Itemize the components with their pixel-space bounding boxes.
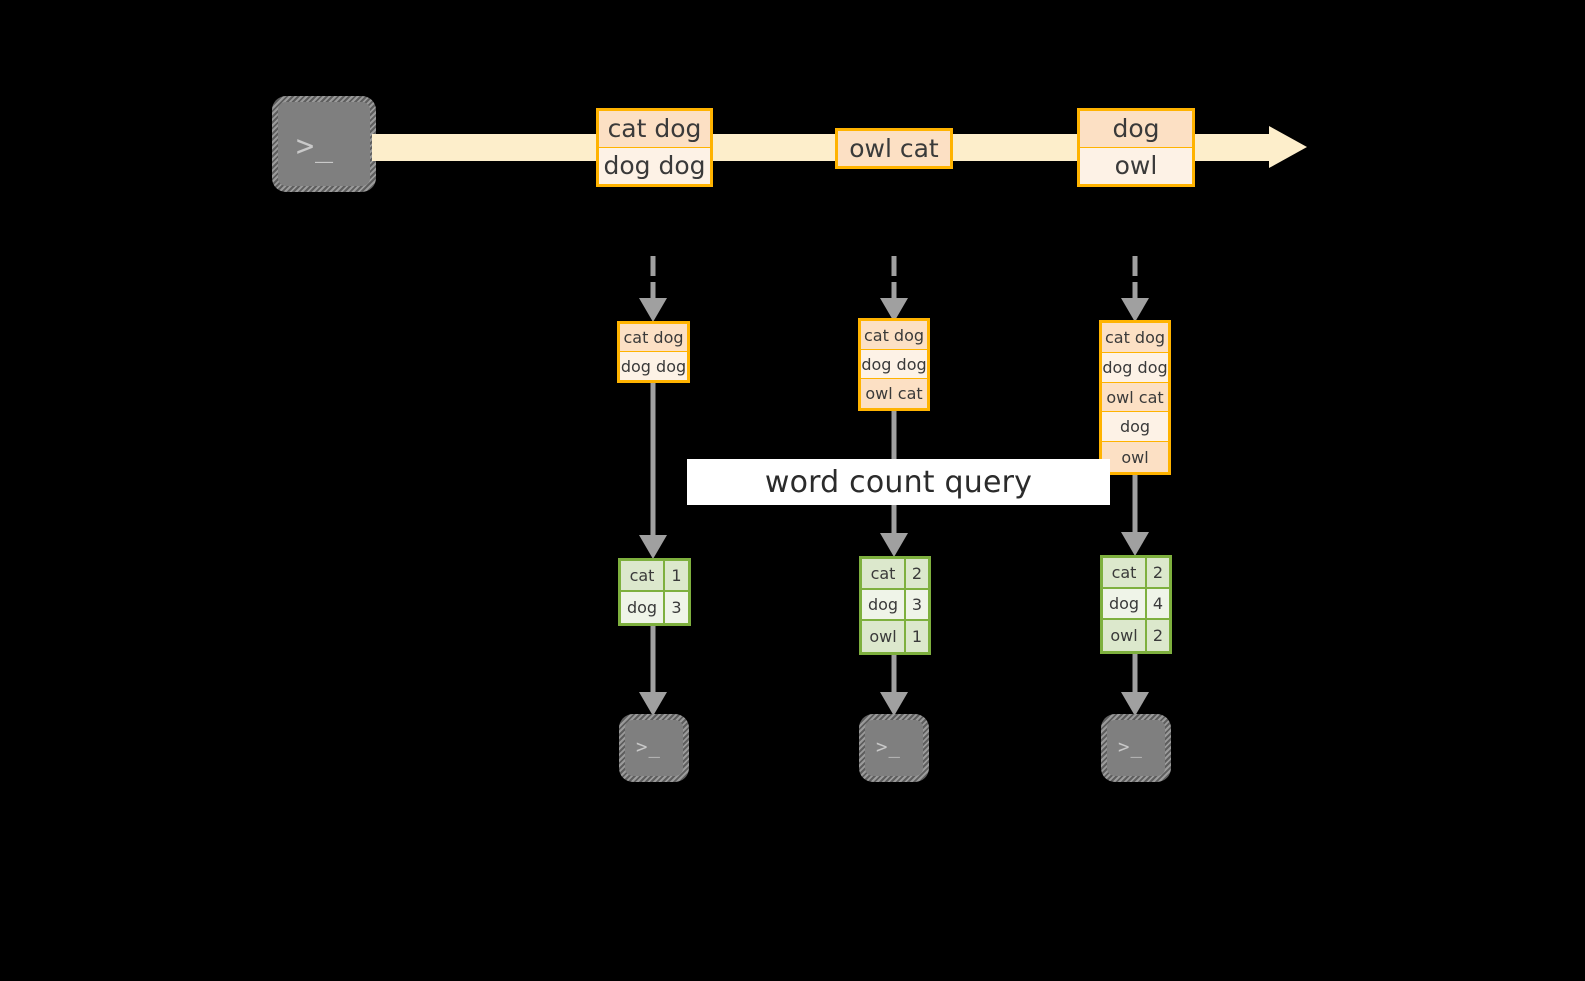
arrow-dash (1132, 256, 1138, 276)
table-row: cat 2 (1103, 558, 1169, 589)
table-row: dog 3 (862, 590, 928, 621)
terminal-face (865, 720, 923, 776)
arrow-shaft (650, 383, 656, 535)
result-word: dog (621, 592, 665, 623)
arrow-shaft (1132, 475, 1138, 532)
arrow-shaft (650, 626, 656, 692)
terminal-face (625, 720, 683, 776)
arrow-dash (891, 282, 897, 300)
batch-record: dog (1102, 412, 1168, 443)
result-table-3: cat 2 dog 4 owl 2 (1100, 555, 1172, 654)
result-count: 2 (1147, 558, 1169, 587)
result-count: 3 (665, 592, 688, 623)
stream-record: cat dog (599, 111, 710, 148)
arrow-head (1121, 692, 1149, 716)
result-word: cat (621, 561, 665, 590)
batch-input-1: cat dog dog dog (617, 321, 690, 383)
source-terminal-icon: >_ (272, 96, 376, 192)
batch-input-3: cat dog dog dog owl cat dog owl (1099, 320, 1171, 475)
stream-record: dog dog (599, 147, 710, 184)
stream-record: owl cat (838, 131, 950, 166)
arrow-head (880, 533, 908, 557)
result-count: 3 (906, 590, 928, 619)
terminal-face (278, 102, 370, 186)
result-table-1: cat 1 dog 3 (618, 558, 691, 626)
batch-record: cat dog (1102, 323, 1168, 353)
query-label-band: word count query (687, 459, 1110, 505)
stream-to-batch-arrow-3 (1120, 256, 1150, 322)
batch-record: owl cat (1102, 382, 1168, 413)
terminal-prompt-glyph: >_ (636, 736, 661, 758)
sink-terminal-icon-2: >_ (859, 714, 929, 782)
stream-group-3: dog owl (1077, 108, 1195, 187)
result-word: cat (862, 559, 906, 588)
arrow-dash (891, 256, 897, 276)
stream-group-2: owl cat (835, 128, 953, 169)
batch-record: cat dog (861, 321, 927, 351)
batch-input-2: cat dog dog dog owl cat (858, 318, 930, 411)
arrow-head (1121, 298, 1149, 322)
batch-to-result-arrow-1 (638, 383, 668, 559)
sink-terminal-icon-1: >_ (619, 714, 689, 782)
arrow-head (1121, 532, 1149, 556)
arrow-head (880, 692, 908, 716)
stream-record: owl (1080, 147, 1192, 184)
result-to-sink-arrow-3 (1120, 654, 1150, 716)
result-word: owl (862, 621, 906, 652)
result-word: owl (1103, 620, 1147, 651)
result-table-2: cat 2 dog 3 owl 1 (859, 556, 931, 655)
batch-record: owl (1102, 442, 1168, 473)
result-word: cat (1103, 558, 1147, 587)
result-count: 2 (1147, 620, 1169, 651)
result-count: 1 (906, 621, 928, 652)
arrow-dash (650, 256, 656, 276)
arrow-head (639, 298, 667, 322)
sink-terminal-icon-3: >_ (1101, 714, 1171, 782)
result-word: dog (862, 590, 906, 619)
arrow-shaft (891, 655, 897, 692)
table-row: dog 3 (621, 592, 688, 623)
arrow-head (639, 535, 667, 559)
stream-record: dog (1080, 111, 1192, 148)
terminal-prompt-glyph: >_ (876, 736, 901, 758)
arrow-dash (1132, 282, 1138, 300)
table-row: cat 1 (621, 561, 688, 592)
arrow-dash (650, 282, 656, 300)
batch-record: owl cat (861, 379, 927, 408)
table-row: owl 1 (862, 621, 928, 652)
result-word: dog (1103, 589, 1147, 618)
result-count: 1 (665, 561, 688, 590)
table-row: cat 2 (862, 559, 928, 590)
stream-to-batch-arrow-1 (638, 256, 668, 322)
terminal-prompt-glyph: >_ (296, 129, 335, 164)
result-to-sink-arrow-1 (638, 626, 668, 716)
arrow-shaft (1132, 654, 1138, 692)
stream-group-1: cat dog dog dog (596, 108, 713, 187)
arrow-head (639, 692, 667, 716)
query-label: word count query (764, 464, 1033, 500)
terminal-face (1107, 720, 1165, 776)
batch-record: dog dog (620, 352, 687, 380)
batch-to-result-arrow-3 (1120, 475, 1150, 556)
result-count: 4 (1147, 589, 1169, 618)
result-to-sink-arrow-2 (879, 655, 909, 716)
table-row: dog 4 (1103, 589, 1169, 620)
batch-record: dog dog (861, 350, 927, 380)
result-count: 2 (906, 559, 928, 588)
batch-record: cat dog (620, 324, 687, 353)
batch-record: dog dog (1102, 352, 1168, 383)
terminal-prompt-glyph: >_ (1118, 736, 1143, 758)
event-stream-arrowhead (1269, 126, 1307, 168)
stream-to-batch-arrow-2 (879, 256, 909, 322)
table-row: owl 2 (1103, 620, 1169, 651)
